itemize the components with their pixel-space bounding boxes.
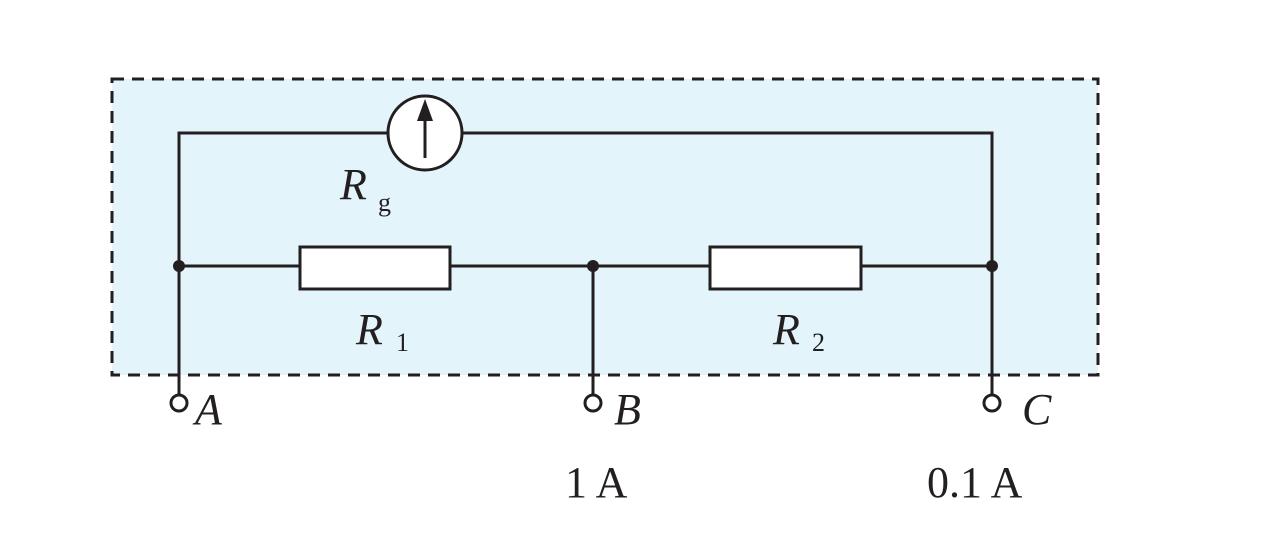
range-c-label: 0.1 A bbox=[927, 458, 1023, 507]
range-b-label: 1 A bbox=[565, 458, 628, 507]
galvanometer bbox=[386, 94, 464, 172]
resistor-r1 bbox=[298, 245, 452, 291]
galvanometer-branch-wire-right bbox=[462, 131, 994, 266]
resistor-r2-label: R bbox=[772, 305, 800, 354]
terminal-a-label: A bbox=[192, 385, 223, 434]
galvanometer-branch-wire bbox=[177, 131, 388, 266]
resistor-r1-label-sub: 1 bbox=[396, 328, 409, 357]
meter-enclosure bbox=[110, 77, 1100, 377]
terminal-c bbox=[982, 393, 1002, 413]
resistor-r2-label-sub: 2 bbox=[812, 328, 825, 357]
terminal-a bbox=[169, 393, 189, 413]
terminal-b bbox=[583, 393, 603, 413]
resistor-r2 bbox=[708, 245, 863, 291]
arrow-head-icon bbox=[417, 99, 433, 121]
galvanometer-label-sub: g bbox=[378, 188, 391, 217]
resistor-r1-label: R bbox=[355, 305, 383, 354]
terminal-b-label: B bbox=[614, 385, 641, 434]
galvanometer-label: R bbox=[339, 160, 367, 209]
terminal-c-label: C bbox=[1022, 385, 1052, 434]
